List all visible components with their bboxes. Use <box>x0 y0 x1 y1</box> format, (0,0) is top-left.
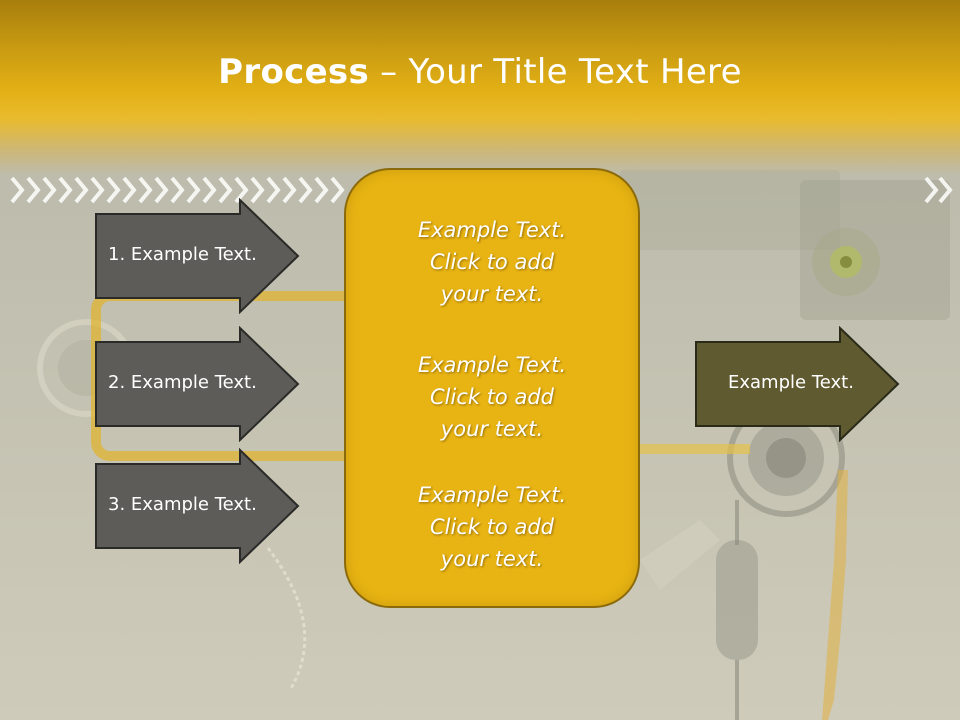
arrow-label: 1. Example Text. <box>108 244 257 265</box>
box-paragraph-2: Example Text. Click to add your text. <box>417 353 567 441</box>
right-arrow[interactable]: Example Text. <box>694 325 900 443</box>
arrow-label: 3. Example Text. <box>108 494 257 515</box>
page-title[interactable]: Process – Your Title Text Here <box>0 52 960 92</box>
title-bar <box>0 0 960 175</box>
arrow-shape <box>95 197 300 315</box>
left-arrow-2[interactable]: 2. Example Text. <box>94 325 300 443</box>
chevron-strip-left <box>10 176 345 204</box>
chevron-strip-right <box>924 176 953 204</box>
arrow-shape <box>95 325 300 443</box>
arrow-label: 2. Example Text. <box>108 372 257 393</box>
arrow-shape <box>95 447 300 565</box>
title-rest: – Your Title Text Here <box>380 52 742 92</box>
left-arrow-1[interactable]: 1. Example Text. <box>94 197 300 315</box>
box-paragraph-3: Example Text. Click to add your text. <box>417 483 567 571</box>
box-paragraph-1: Example Text. Click to add your text. <box>417 218 567 306</box>
center-text-box[interactable]: Example Text. Click to add your text. Ex… <box>344 168 640 608</box>
left-arrow-3[interactable]: 3. Example Text. <box>94 447 300 565</box>
title-bold: Process <box>218 52 370 92</box>
arrow-shape <box>695 325 900 443</box>
arrow-label: Example Text. <box>728 372 854 393</box>
